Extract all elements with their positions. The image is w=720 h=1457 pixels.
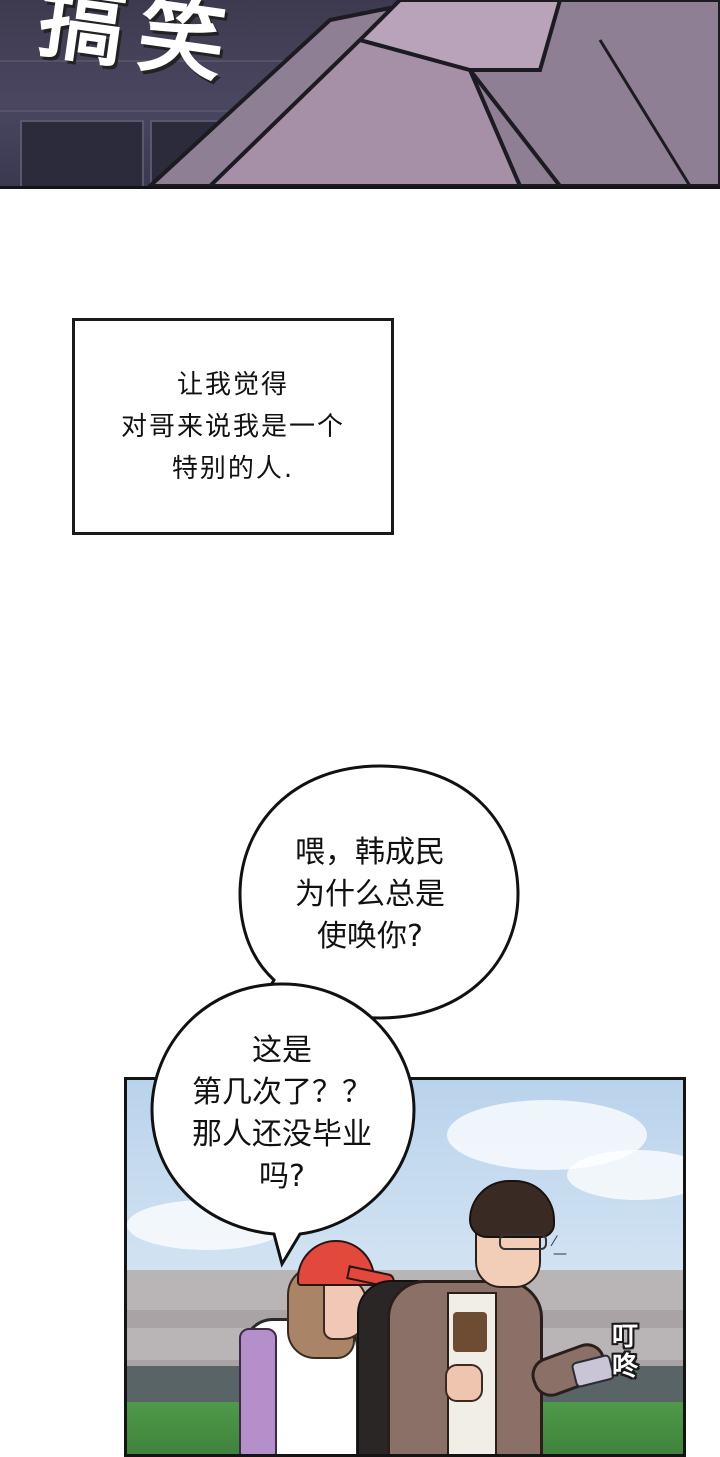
tshirt-print: [453, 1312, 487, 1352]
caption-line: 对哥来说我是一个: [120, 411, 345, 442]
backpack-strap: [239, 1328, 277, 1454]
bubble-line: 使唤你?: [317, 919, 423, 954]
hand: [445, 1364, 483, 1402]
sweat-marks-icon: ⁄—: [553, 1234, 567, 1262]
character-shoulder-art: [147, 0, 720, 186]
cloud: [567, 1150, 683, 1200]
top-comic-panel: 搞笑: [0, 0, 720, 189]
speech-bubble-2-text: 这是 第几次了？？ 那人还没毕业 吗?: [172, 1030, 392, 1198]
bubble-line: 喂，韩成民: [295, 835, 445, 870]
guy-hair: [469, 1180, 555, 1238]
bubble-line: 吗?: [259, 1159, 305, 1194]
sound-effect-char: 叮咚: [611, 1322, 638, 1382]
bubble-line: 第几次了？？: [192, 1075, 372, 1110]
glasses: [499, 1234, 547, 1250]
bubble-line: 为什么总是: [295, 877, 445, 912]
bubble-line: 这是: [252, 1033, 312, 1068]
phone-ding-sound-effect: 叮咚: [605, 1322, 645, 1382]
narration-caption-box: 让我觉得 对哥来说我是一个 特别的人.: [72, 318, 394, 535]
speech-bubble-2: [150, 982, 416, 1268]
window: [20, 120, 144, 186]
wall-line: [0, 60, 340, 62]
speech-bubble-1-text: 喂，韩成民 为什么总是 使唤你?: [270, 832, 470, 958]
caption-line: 让我觉得: [176, 369, 289, 400]
caption-line: 特别的人.: [171, 453, 295, 484]
wall-line: [0, 110, 300, 112]
bubble-line: 那人还没毕业: [192, 1117, 372, 1152]
